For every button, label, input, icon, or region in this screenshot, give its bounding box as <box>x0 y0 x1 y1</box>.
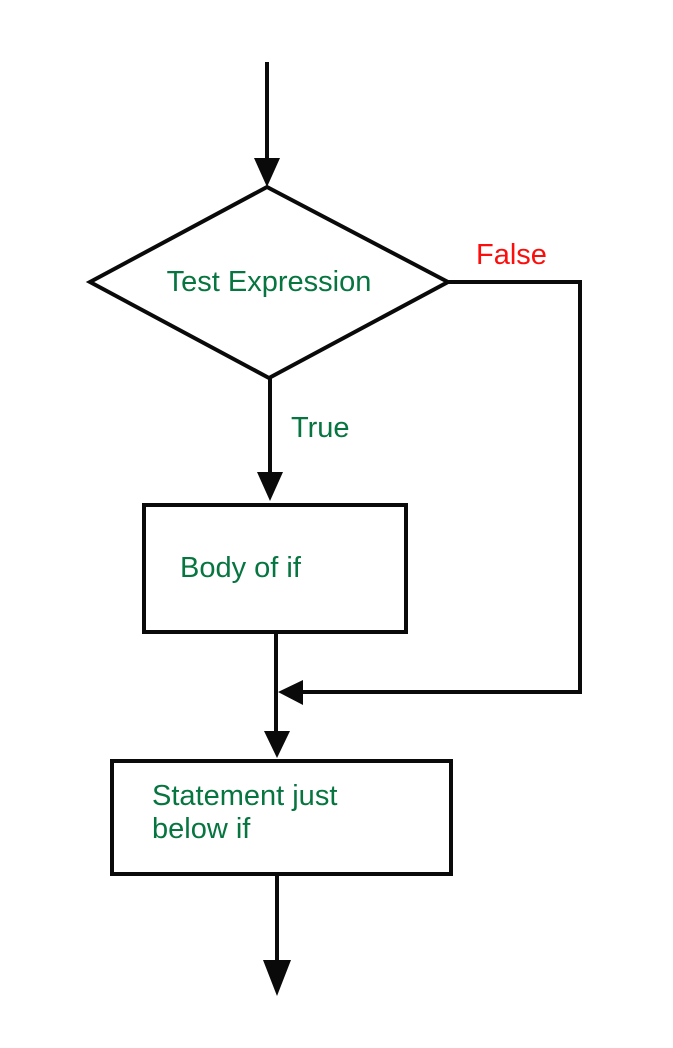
body-of-if-label: Body of if <box>180 552 301 584</box>
statement-label-line1: Statement just <box>152 780 338 812</box>
statement-box: Statement just below if <box>110 759 453 876</box>
statement-label-line2: below if <box>152 813 251 845</box>
decision-label: Test Expression <box>166 266 372 298</box>
false-merge-arrow-head-icon <box>278 680 303 705</box>
true-edge-label: True <box>291 412 350 444</box>
body-of-if-box: Body of if <box>142 503 408 634</box>
false-branch-polyline <box>300 280 582 694</box>
false-edge-label: False <box>476 239 547 271</box>
true-arrow-head-icon <box>257 472 283 501</box>
entry-arrow-head-icon <box>254 158 280 187</box>
exit-arrow-head-icon <box>263 960 291 996</box>
statement-arrow-head-icon <box>264 731 290 758</box>
